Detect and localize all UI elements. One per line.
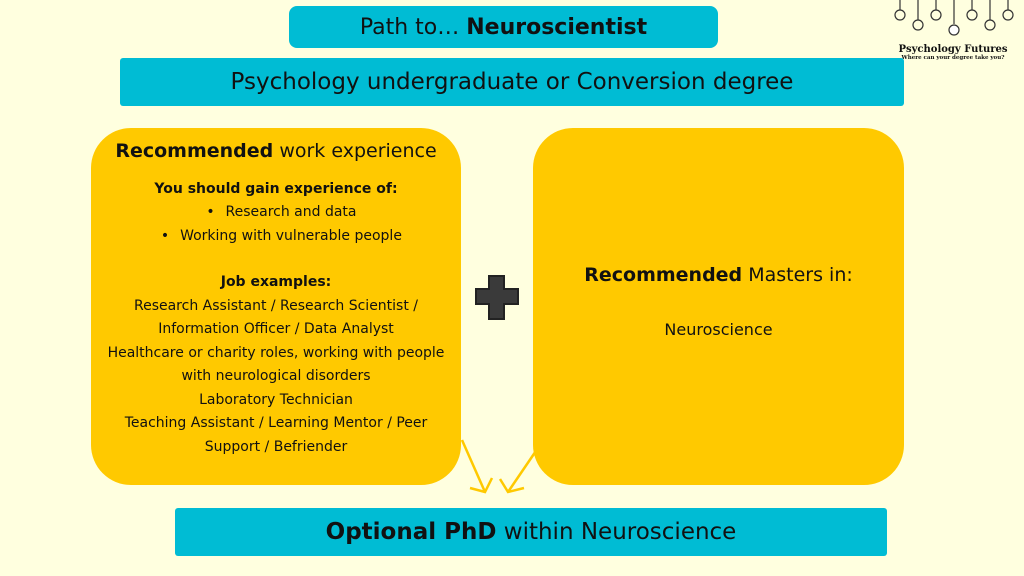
gain-list: Research and data Working with vulnerabl… [150, 201, 402, 248]
list-item: Research and data [150, 201, 402, 225]
masters-subject: Neuroscience [664, 320, 773, 339]
job-item: Research Assistant / Research Scientist … [133, 297, 419, 338]
masters-card: Recommended Masters in: Neuroscience [533, 128, 904, 485]
arrow-icons [460, 439, 542, 494]
phd-banner: Optional PhD within Neuroscience [175, 508, 887, 556]
masters-heading: Recommended Masters in: [584, 264, 853, 286]
degree-banner: Psychology undergraduate or Conversion d… [120, 58, 904, 106]
jobs-label: Job examples: [220, 274, 332, 290]
job-item: Healthcare or charity roles, working wit… [107, 344, 445, 385]
page-title: Path to… Neuroscientist [289, 6, 718, 48]
title-career: Neuroscientist [466, 14, 648, 40]
lightbulbs-icon [894, 0, 1014, 36]
job-item: Teaching Assistant / Learning Mentor / P… [124, 415, 428, 455]
work-heading: Recommended work experience [115, 140, 437, 162]
list-item: Working with vulnerable people [150, 225, 402, 249]
psychology-futures-logo: Psychology Futures Where can your degree… [888, 0, 1018, 61]
plus-icon [475, 275, 519, 320]
gain-label: You should gain experience of: [154, 180, 398, 197]
work-experience-card: Recommended work experience You should g… [91, 128, 461, 485]
job-item: Laboratory Technician [199, 391, 353, 408]
title-prefix: Path to… [359, 14, 467, 40]
